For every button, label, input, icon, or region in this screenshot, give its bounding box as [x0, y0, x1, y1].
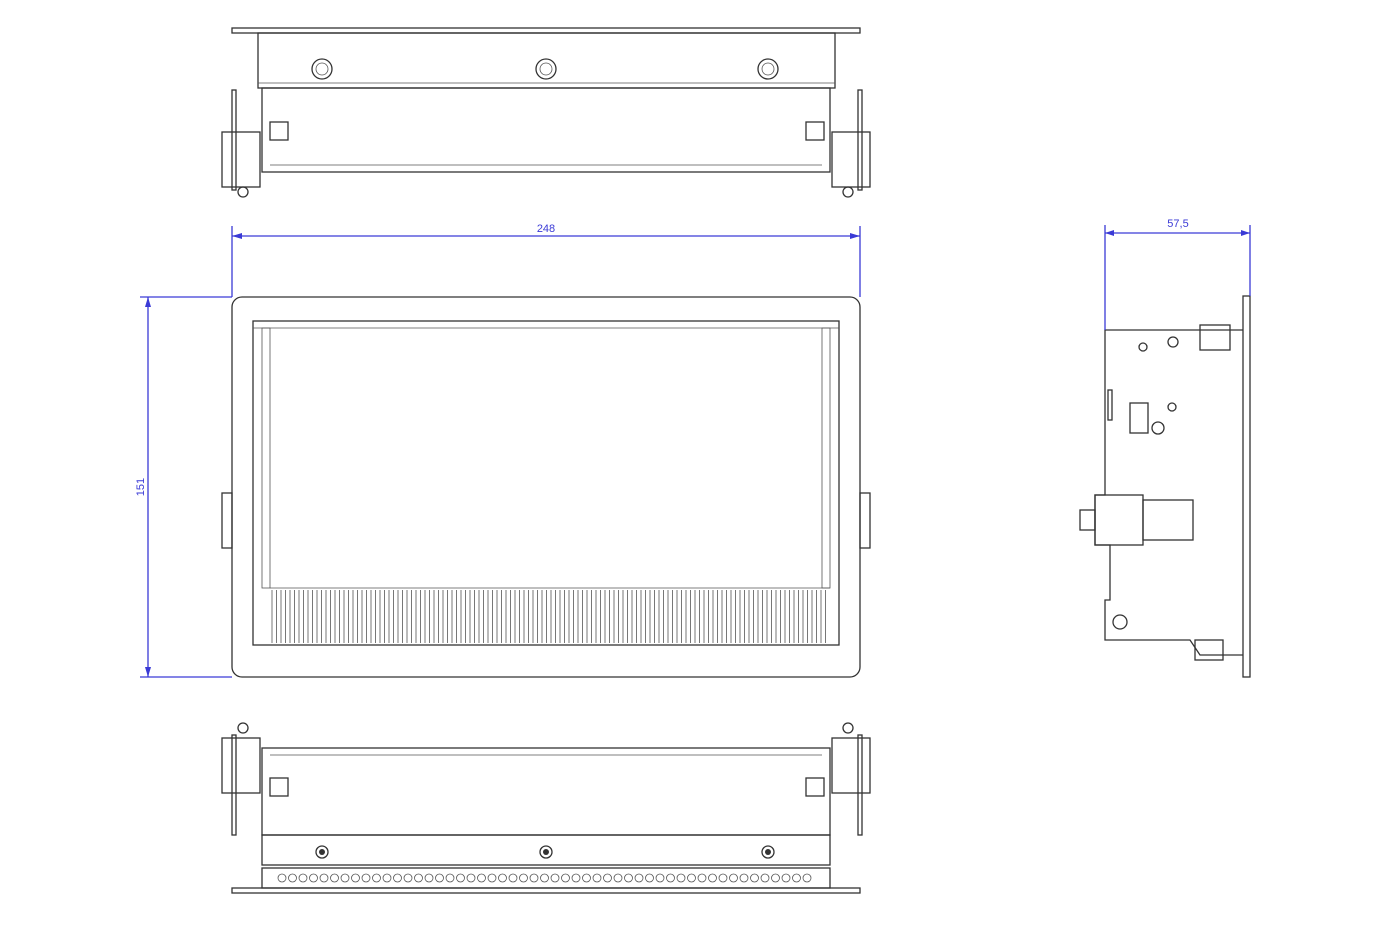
perforation-hole — [529, 873, 539, 883]
perforation-hole — [655, 873, 665, 883]
perforation-hole — [351, 873, 360, 883]
right-clamp — [831, 737, 871, 794]
mounting-hole — [757, 58, 779, 80]
perforation-hole — [298, 873, 308, 883]
screw — [539, 845, 553, 859]
left-tab — [221, 492, 233, 549]
left-clamp — [221, 131, 261, 188]
perforation-hole — [540, 873, 549, 883]
perforation-hole — [403, 873, 413, 883]
side-view — [1079, 295, 1251, 678]
bottom-view — [221, 722, 871, 894]
height-label: 151 — [135, 478, 147, 496]
perforation-hole — [340, 873, 350, 883]
perforation-hole — [624, 873, 633, 883]
perforation-hole — [687, 873, 696, 883]
perforation-hole — [697, 873, 707, 883]
perforation-hole — [309, 873, 318, 883]
perforation-hole — [361, 873, 371, 883]
perforation-hole — [487, 873, 497, 883]
perforation-hole — [498, 873, 507, 883]
perforation-hole — [550, 873, 560, 883]
perforation-hole — [645, 873, 654, 883]
brush-strip — [271, 590, 826, 643]
perforation-hole — [729, 873, 738, 883]
front-view — [221, 296, 871, 678]
left-clamp — [221, 737, 261, 794]
perforation-hole — [718, 873, 728, 883]
perforation-hole — [739, 873, 749, 883]
perforation-hole — [456, 873, 465, 883]
perforation-hole — [372, 873, 381, 883]
perforation-hole — [613, 873, 623, 883]
mounting-hole — [535, 58, 557, 80]
depth-dimension: 57,5 — [1104, 218, 1251, 330]
perforation-hole — [603, 873, 612, 883]
perforation-hole — [330, 873, 339, 883]
perforation-hole — [393, 873, 402, 883]
screw — [315, 845, 329, 859]
screw — [761, 845, 775, 859]
side-clamp — [1094, 494, 1144, 546]
perforation-hole — [561, 873, 570, 883]
perforation-hole — [582, 873, 591, 883]
perforation-hole — [792, 873, 801, 883]
perforation-hole — [435, 873, 444, 883]
perforation-hole — [750, 873, 759, 883]
right-tab — [859, 492, 871, 549]
perforation-hole — [676, 873, 686, 883]
perforation-hole — [592, 873, 602, 883]
perforation-hole — [466, 873, 476, 883]
perforation-hole — [277, 873, 287, 883]
perforation-hole — [445, 873, 455, 883]
perforation-hole — [708, 873, 717, 883]
perforation-hole — [319, 873, 329, 883]
width-label: 248 — [537, 223, 555, 235]
right-clamp — [831, 131, 871, 188]
perforation-hole — [382, 873, 392, 883]
perforation-hole — [414, 873, 423, 883]
width-dimension: 248 — [231, 223, 861, 297]
perforation-hole — [571, 873, 581, 883]
perforation-hole — [424, 873, 434, 883]
perforation-hole — [634, 873, 644, 883]
perforation-hole — [771, 873, 780, 883]
perforation-row — [277, 873, 812, 883]
perforation-hole — [519, 873, 528, 883]
perforation-hole — [508, 873, 518, 883]
mounting-hole — [311, 58, 333, 80]
perforation-hole — [802, 873, 812, 883]
depth-label: 57,5 — [1167, 218, 1188, 230]
top-view — [221, 27, 871, 198]
perforation-hole — [477, 873, 486, 883]
perforation-hole — [288, 873, 297, 883]
perforation-hole — [760, 873, 770, 883]
perforation-hole — [666, 873, 675, 883]
perforation-hole — [781, 873, 791, 883]
height-dimension: 151 — [135, 296, 232, 678]
